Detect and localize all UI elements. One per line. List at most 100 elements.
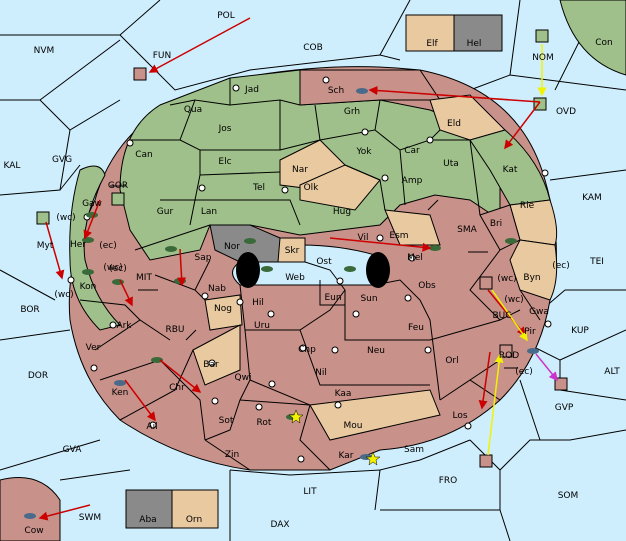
land-label-Eun: Eun [324, 293, 341, 303]
land-label-Rie: Rie [520, 201, 535, 211]
region-Hel[interactable] [453, 14, 503, 52]
land-label-Mel: Mel [407, 253, 423, 263]
land-label-Gur: Gur [157, 207, 174, 217]
land-label-Neu: Neu [367, 346, 385, 356]
region-Bar[interactable] [192, 324, 241, 386]
land-label-Zin: Zin [225, 450, 239, 460]
land-label-Bri: Bri [490, 219, 502, 229]
land-label-Los: Los [452, 411, 467, 421]
sea-label-SOM: SOM [558, 491, 579, 501]
land-label-Gaw: Gaw [82, 199, 102, 209]
strait-arrows [110, 185, 518, 369]
region-Elf[interactable] [405, 14, 455, 52]
land-label-Grh: Grh [344, 107, 360, 117]
tunnel-east-cap [366, 252, 390, 288]
land-label-Elc: Elc [218, 157, 231, 167]
sea-label-ALT: ALT [604, 367, 620, 377]
region-Aba[interactable] [125, 489, 173, 529]
region-Mou[interactable] [309, 389, 441, 441]
region-Kat[interactable] [469, 129, 551, 206]
coast-label: (wc) [497, 274, 516, 284]
land-label-Lan: Lan [201, 207, 217, 217]
sea-label-ROD: ROD [499, 351, 519, 361]
land-label-Mou: Mou [344, 421, 363, 431]
land-label-Sot: Sot [219, 416, 234, 426]
fleet-Myt[interactable] [36, 211, 50, 225]
sea-label-OVD: OVD [556, 107, 576, 117]
land-label-Sch: Sch [328, 86, 344, 96]
coast-label: (wc) [56, 213, 75, 223]
region-Orn[interactable] [171, 489, 219, 529]
land-label-Hug: Hug [333, 207, 351, 217]
sea-label-FRO: FRO [439, 476, 458, 486]
land-label-Ost: Ost [316, 257, 332, 267]
supply-centers [67, 76, 552, 463]
red-orders [38, 17, 541, 521]
fleet-GVP[interactable] [554, 377, 568, 391]
land-label-Sap: Sap [195, 253, 212, 263]
land-label-Ark: Ark [116, 321, 132, 331]
region-Byn[interactable] [509, 239, 558, 301]
land-label-Pir: Pir [524, 327, 536, 337]
sea-label-COB: COB [303, 43, 323, 53]
region-Sch[interactable] [299, 69, 441, 106]
land-label-Olk: Olk [304, 183, 320, 193]
region-Olk[interactable] [299, 164, 381, 211]
sea-label-SMA: SMA [457, 225, 477, 235]
fleet-FRO[interactable] [479, 454, 493, 468]
land-label-Bar: Bar [203, 360, 219, 370]
magenta-orders [535, 353, 558, 382]
sea-label-KAL: KAL [4, 161, 21, 171]
land-label-Yok: Yok [355, 147, 372, 157]
land-label-Kon: Kon [80, 282, 97, 292]
star-markers [288, 409, 381, 466]
coast-label: (ec) [99, 241, 117, 251]
land-label-Jos: Jos [218, 124, 232, 134]
land-label-Car: Car [404, 146, 420, 156]
land-label-Esm: Esm [389, 231, 408, 241]
coast-label: (ec) [552, 261, 570, 271]
land-label-Ken: Ken [112, 388, 129, 398]
coast-label: (wc) [504, 295, 523, 305]
land-label-Nor: Nor [224, 242, 240, 252]
sea-label-NOM: NOM [532, 53, 554, 63]
land-label-Ail: Ail [146, 422, 157, 432]
land-label-Nab: Nab [208, 284, 226, 294]
tunnel-west-cap [236, 252, 260, 288]
land-label-Feu: Feu [408, 323, 424, 333]
fleet-NOM[interactable] [535, 29, 549, 43]
fleet-FUN[interactable] [133, 67, 147, 81]
region-Her[interactable] [69, 165, 121, 331]
land-label-Uru: Uru [254, 321, 270, 331]
land-label-Orn: Orn [186, 515, 202, 525]
sea-label-GVG: GVG [52, 155, 72, 165]
land-label-Sun: Sun [360, 294, 377, 304]
sea-label-SWM: SWM [79, 513, 101, 523]
land-label-Tel: Tel [252, 183, 265, 193]
army-icons [82, 212, 517, 420]
region-Nog[interactable] [204, 294, 243, 331]
land-label-Qwi: Qwi [235, 373, 252, 383]
land-label-Skr: Skr [285, 246, 300, 256]
units [36, 29, 568, 468]
sea-label-DAX: DAX [270, 520, 289, 530]
sea-label-GVP: GVP [555, 403, 574, 413]
sea-label-DOR: DOR [28, 371, 48, 381]
province-borders [79, 78, 541, 471]
region-Nor[interactable] [209, 224, 281, 263]
region-Esm[interactable] [384, 209, 441, 246]
coast-label: (ec) [109, 264, 127, 274]
fleet-GOR[interactable] [111, 192, 125, 206]
land-label-Byn: Byn [523, 273, 540, 283]
sea-label-LIT: LIT [303, 487, 317, 497]
land-label-Web: Web [285, 273, 305, 283]
land-label-Sam: Sam [404, 445, 424, 455]
region-Cow[interactable] [0, 477, 61, 541]
land-label-Qua: Qua [184, 105, 202, 115]
land-label-Nar: Nar [292, 165, 308, 175]
fleet-BUC[interactable] [479, 276, 493, 290]
coast-label: (ec) [515, 367, 533, 377]
